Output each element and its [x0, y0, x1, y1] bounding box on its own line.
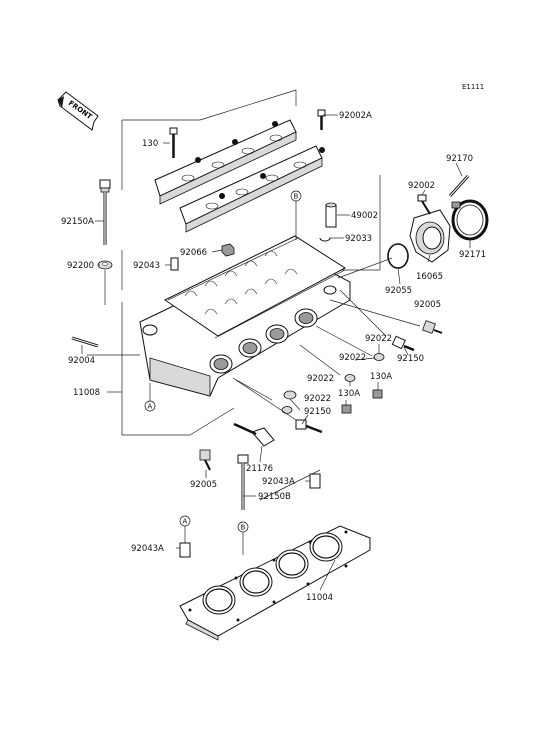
stud-92004-icon [71, 336, 99, 348]
label-92150b: 92150B [258, 492, 291, 502]
svg-text:B: B [241, 524, 246, 532]
fitting-92005-left-icon [199, 449, 211, 471]
label-92150-lower: 92150 [304, 407, 331, 417]
dowel-92043a-left-icon [179, 542, 191, 558]
ref-marker-b-top: B [290, 190, 302, 240]
svg-text:A: A [148, 403, 153, 411]
bolt-92002a-icon [317, 109, 326, 130]
label-49002: 49002 [351, 211, 378, 221]
o-ring-92055-icon [387, 243, 409, 269]
camshaft-cap-lower [179, 145, 325, 233]
ref-marker-a-head: A [144, 383, 156, 412]
bolt-92150b-icon [237, 454, 249, 510]
svg-text:A: A [183, 518, 188, 526]
sensor-21176-icon [233, 422, 275, 447]
bolt-92002-icon [417, 194, 431, 215]
label-92043: 92043 [133, 261, 160, 271]
label-92055: 92055 [385, 286, 412, 296]
housing-16065-icon [409, 209, 451, 263]
bolt-130-icon [169, 127, 178, 158]
bolt-92150-right-icon [391, 335, 415, 352]
label-92004: 92004 [68, 356, 95, 366]
bolt-92150-lower-icon [295, 419, 323, 434]
label-92005-right: 92005 [414, 300, 441, 310]
washer-92022-a-icon [373, 353, 385, 361]
label-92033: 92033 [345, 234, 372, 244]
washer-92200-icon [97, 260, 113, 270]
label-92170: 92170 [446, 154, 473, 164]
label-92002a: 92002A [339, 111, 372, 121]
label-11004: 11004 [306, 593, 333, 603]
label-92022-a: 92022 [365, 334, 392, 344]
label-130: 130 [142, 139, 158, 149]
label-92002: 92002 [408, 181, 435, 191]
label-92043a-left: 92043A [131, 544, 164, 554]
camshaft-cap-upper [154, 119, 297, 205]
washer-92022-c-icon [344, 374, 356, 382]
label-92022-b: 92022 [339, 353, 366, 363]
label-130a-lower: 130A [338, 389, 360, 399]
bolt-92150a-icon [99, 179, 111, 245]
label-92022-c: 92022 [307, 374, 334, 384]
label-11008: 11008 [73, 388, 100, 398]
ref-marker-b-bottom: B [237, 521, 249, 555]
label-92150a: 92150A [61, 217, 94, 227]
label-92022-d: 92022 [304, 394, 331, 404]
cylinder-head-11008 [139, 235, 351, 397]
label-92200: 92200 [67, 261, 94, 271]
plug-92066-icon [221, 243, 235, 257]
clip-92033-icon [319, 237, 331, 242]
fitting-92005-right-icon [422, 320, 443, 334]
label-16065: 16065 [416, 272, 443, 282]
leader-lines [81, 114, 471, 591]
ref-marker-a-bottom: A [179, 515, 191, 543]
part-labels: 92002A 130 92170 92002 92150A 49002 9203… [61, 111, 486, 603]
svg-text:B: B [294, 193, 299, 201]
label-21176: 21176 [246, 464, 273, 474]
label-92171: 92171 [459, 250, 486, 260]
label-92005-left: 92005 [190, 480, 217, 490]
washer-92022-d-icon [281, 406, 293, 414]
diagram-code: E1111 [462, 83, 484, 91]
bolt-130a-lower-icon [341, 404, 352, 414]
clamp-92171-icon [451, 199, 489, 241]
bolt-92170-icon [448, 174, 470, 198]
label-92043a: 92043A [262, 477, 295, 487]
dowel-92043-icon [170, 257, 179, 271]
label-130a: 130A [370, 372, 392, 382]
label-92066: 92066 [180, 248, 207, 258]
washer-92022-b-icon [283, 390, 297, 400]
front-arrow-icon: FRONT [57, 91, 99, 131]
valve-49002-icon [325, 202, 337, 228]
bolt-130a-icon [372, 389, 383, 399]
head-gasket-11004 [179, 525, 371, 641]
dowel-92043a-icon [309, 473, 321, 489]
label-92150-right: 92150 [397, 354, 424, 364]
